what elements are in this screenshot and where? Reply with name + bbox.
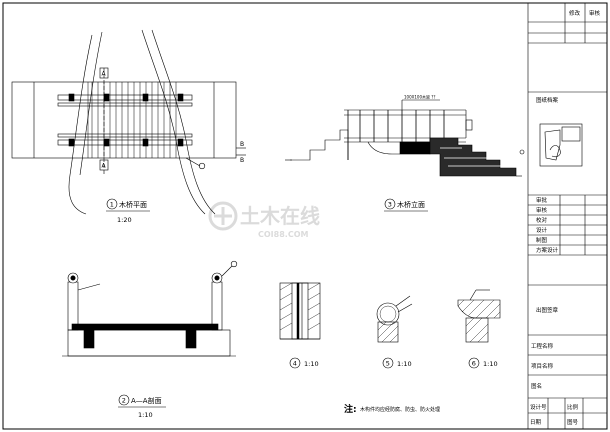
elevation-caption: 3 木桥立面	[384, 198, 428, 212]
section-title: A—A剖面	[131, 396, 162, 405]
sig-row-scheme: 方案设计	[536, 246, 559, 254]
detail-5-view	[376, 295, 413, 343]
section-caption: 2 A—A剖面 1:10	[118, 394, 166, 419]
item-name-label: 项目名称	[531, 362, 554, 370]
elevation-view	[285, 99, 525, 177]
watermark-brand: 土木在线	[240, 204, 320, 228]
drawing-name-label: 图名	[531, 382, 542, 390]
sig-row-approve: 审批	[536, 196, 548, 204]
plan-caption: 1 木桥平面 1:20	[106, 198, 150, 224]
date-label: 日期	[530, 419, 542, 426]
title-block	[527, 3, 607, 429]
detail-5-scale: 1:10	[397, 360, 412, 368]
watermark-url: COI88.COM	[258, 230, 308, 239]
plan-section-mark-a-bottom: A	[102, 163, 107, 170]
detail-4-number: 4	[293, 360, 297, 368]
note-text: 木构件均应经防腐、防虫、防火处理	[360, 406, 440, 413]
elevation-title: 木桥立面	[397, 200, 425, 209]
scale-label: 比例	[567, 403, 579, 411]
seal-label: 出图签章	[536, 306, 559, 314]
detail-6-scale: 1:10	[483, 360, 498, 368]
detail-4-view	[279, 282, 321, 340]
plan-number: 1	[110, 201, 114, 209]
plan-view	[11, 29, 246, 215]
plan-section-mark-b-top: B	[240, 141, 244, 148]
section-view	[62, 260, 238, 357]
detail-5-number: 5	[386, 360, 390, 368]
design-number-label: 设计号	[530, 403, 547, 411]
detail-4-caption: 4 1:10	[289, 357, 319, 369]
elevation-annotation: 100X100木梁 ??	[404, 94, 436, 100]
drawing-number-label: 图号	[567, 418, 579, 426]
project-name-label: 工程名称	[531, 342, 554, 350]
section-scale: 1:10	[138, 411, 153, 419]
title-block-header-review: 审核	[589, 9, 601, 17]
section-number: 2	[122, 397, 126, 405]
detail-6-view	[457, 289, 501, 343]
plan-section-mark-a-top: A	[102, 71, 107, 78]
key-plan-label: 图纸档案	[536, 96, 559, 104]
watermark-logo-icon	[208, 201, 238, 231]
elevation-number: 3	[388, 201, 392, 209]
plan-section-mark-b-bottom: B	[240, 157, 244, 164]
sig-row-review: 审核	[536, 206, 548, 214]
sig-row-check: 校对	[536, 216, 548, 224]
title-block-header-revision: 修改	[569, 9, 581, 17]
detail-6-caption: 6 1:10	[468, 357, 498, 369]
detail-4-scale: 1:10	[304, 360, 319, 368]
watermark: 土木在线 COI88.COM	[208, 201, 320, 239]
plan-scale: 1:20	[117, 216, 132, 224]
detail-5-caption: 5 1:10	[382, 357, 412, 369]
sig-row-design: 设计	[536, 226, 548, 234]
plan-title: 木桥平面	[119, 200, 147, 209]
note-label: 注:	[344, 403, 357, 415]
sig-row-draft: 制图	[536, 236, 548, 244]
detail-6-number: 6	[472, 360, 476, 368]
